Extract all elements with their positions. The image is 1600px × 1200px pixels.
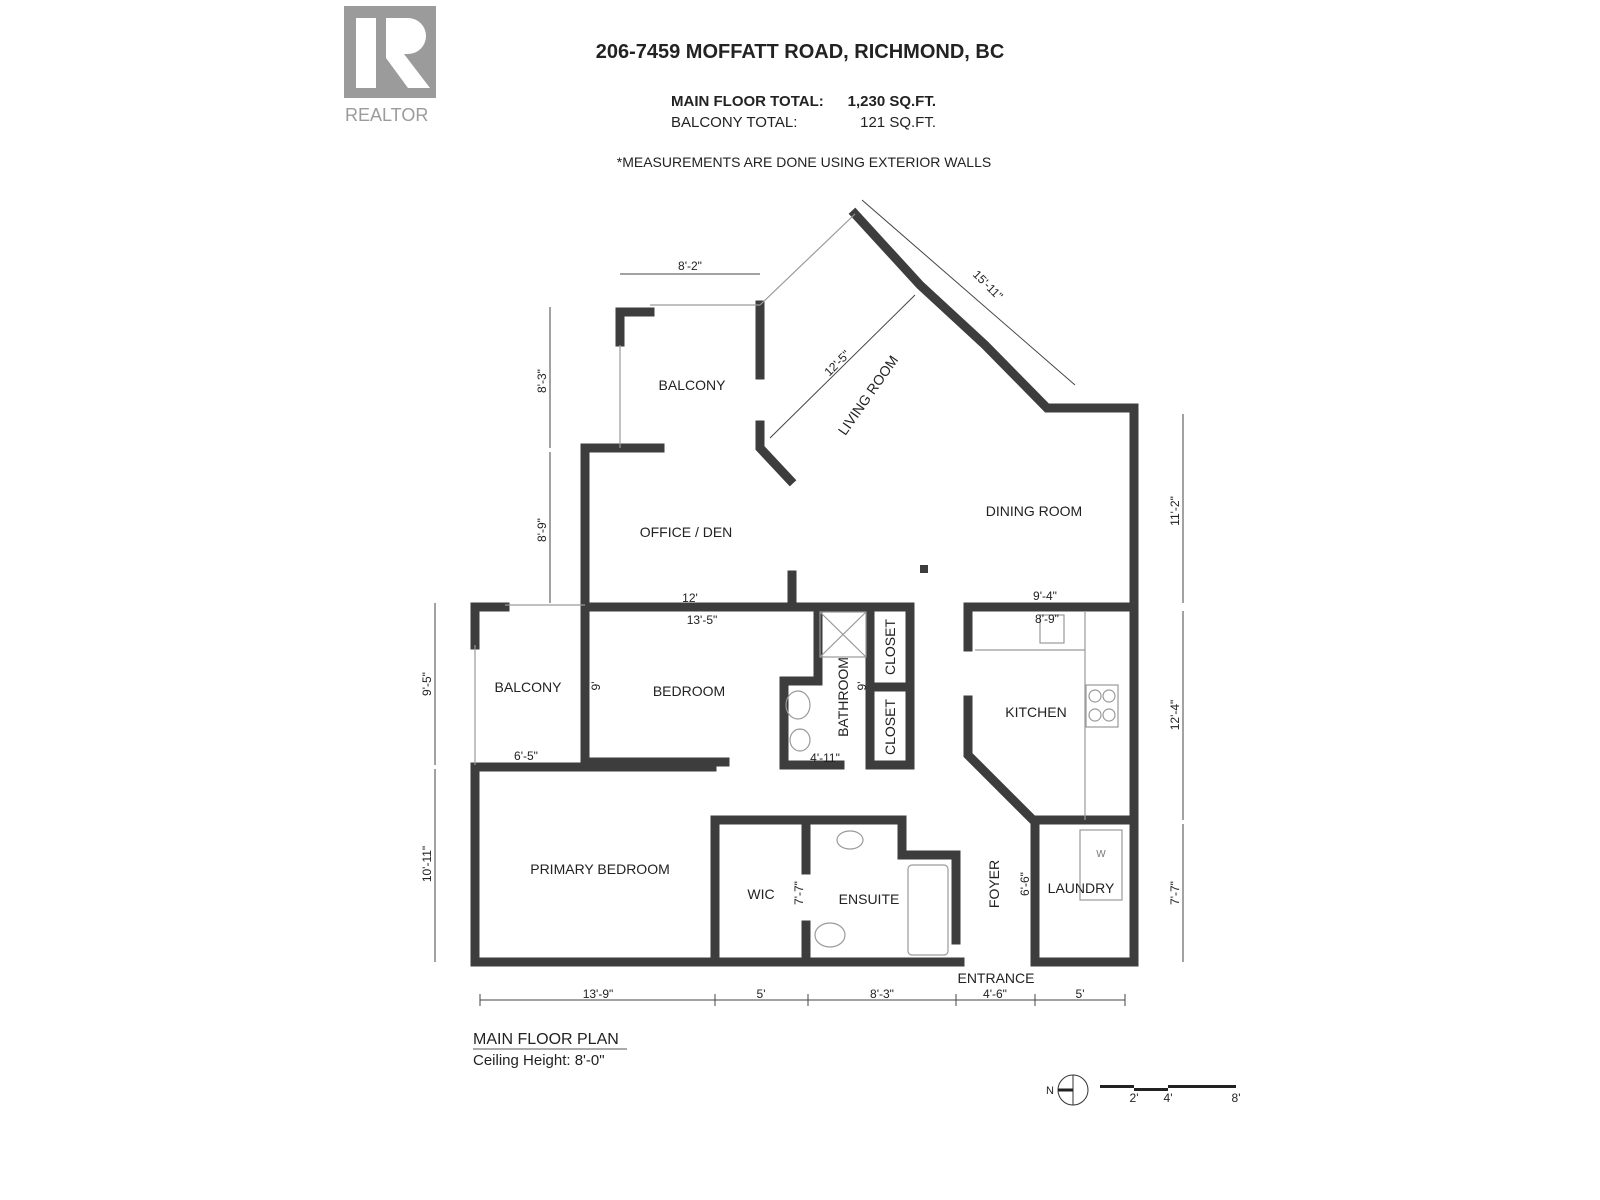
- north-label: N: [1046, 1085, 1054, 1097]
- dim-office-width: 12': [682, 591, 698, 605]
- scale-8ft: 8': [1232, 1091, 1241, 1105]
- dim-bottom-1: 13'-9": [583, 987, 614, 1001]
- measurement-note: *MEASUREMENTS ARE DONE USING EXTERIOR WA…: [617, 154, 991, 170]
- dim-diagonal-long: 15'-11": [970, 267, 1006, 303]
- room-kitchen: KITCHEN: [1005, 704, 1066, 720]
- dim-bottom-4: 4'-6": [983, 987, 1007, 1001]
- main-floor-value: 1,230 SQ.FT.: [848, 93, 936, 110]
- room-primary-bedroom: PRIMARY BEDROOM: [530, 861, 670, 877]
- room-closet-1: CLOSET: [882, 619, 898, 675]
- balcony-total-value: 121 SQ.FT.: [860, 114, 936, 131]
- room-bedroom: BEDROOM: [653, 683, 725, 699]
- plan-title: MAIN FLOOR PLAN: [473, 1031, 619, 1048]
- dim-ensuite-height: 7'-7": [792, 881, 806, 905]
- walls: [470, 207, 1139, 967]
- room-entrance: ENTRANCE: [957, 970, 1034, 986]
- dim-kitchen-inner: 8'-9": [1035, 612, 1059, 626]
- dim-foyer-height: 6'-6": [1018, 872, 1032, 896]
- room-bathroom: BATHROOM: [835, 657, 851, 737]
- main-floor-label: MAIN FLOOR TOTAL:: [671, 93, 824, 110]
- dim-bedroom-width: 13'-5": [687, 613, 718, 627]
- room-ensuite: ENSUITE: [839, 891, 900, 907]
- dim-primary-height: 10'-11": [420, 846, 434, 882]
- balcony-railings: [474, 213, 856, 765]
- dim-bottom-5: 5': [1076, 987, 1085, 1001]
- dim-office-height: 8'-9": [535, 518, 549, 542]
- dim-bathroom-height: 9': [855, 682, 869, 691]
- room-wic: WIC: [747, 886, 774, 902]
- dim-living-diagonal: 12'-5": [821, 347, 853, 379]
- dim-balcony-height: 8'-3": [535, 369, 549, 393]
- dim-bottom-2: 5': [757, 987, 766, 1001]
- room-dining: DINING ROOM: [986, 503, 1082, 519]
- dim-balcony-width: 8'-2": [678, 259, 702, 273]
- balcony-total-label: BALCONY TOTAL:: [671, 114, 797, 131]
- room-office: OFFICE / DEN: [640, 524, 733, 540]
- room-foyer: FOYER: [986, 860, 1002, 908]
- washer-mark: W: [1096, 849, 1106, 860]
- dim-dining-height: 11'-2": [1168, 496, 1182, 526]
- ceiling-height: Ceiling Height: 8'-0": [473, 1052, 605, 1069]
- scale-bar: 2' 4' 8': [1100, 1085, 1240, 1105]
- dim-kitchen-outer: 9'-4": [1033, 589, 1057, 603]
- realtor-logo-text: REALTOR: [345, 105, 428, 125]
- dim-bedroom-height: 9': [589, 682, 603, 691]
- room-balcony-upper: BALCONY: [659, 377, 727, 393]
- dim-bathroom-width: 4'-11": [810, 751, 840, 765]
- property-address: 206-7459 MOFFATT ROAD, RICHMOND, BC: [596, 41, 1005, 63]
- dim-kitchen-height: 12'-4": [1168, 700, 1182, 731]
- room-laundry: LAUNDRY: [1048, 880, 1115, 896]
- dim-balcony2-width: 6'-5": [514, 749, 538, 763]
- scale-4ft: 4': [1164, 1091, 1173, 1105]
- realtor-logo: REALTOR: [344, 6, 436, 125]
- north-arrow-icon: N: [1046, 1074, 1089, 1106]
- dim-bottom-3: 8'-3": [870, 987, 894, 1001]
- fixtures: W: [785, 611, 1123, 956]
- room-balcony-lower: BALCONY: [495, 679, 563, 695]
- dim-laundry-height: 7'-7": [1168, 881, 1182, 905]
- room-closet-2: CLOSET: [882, 699, 898, 755]
- dim-balcony2-height: 9'-5": [420, 672, 434, 696]
- scale-2ft: 2': [1130, 1091, 1139, 1105]
- dimension-lines: [434, 199, 1184, 1006]
